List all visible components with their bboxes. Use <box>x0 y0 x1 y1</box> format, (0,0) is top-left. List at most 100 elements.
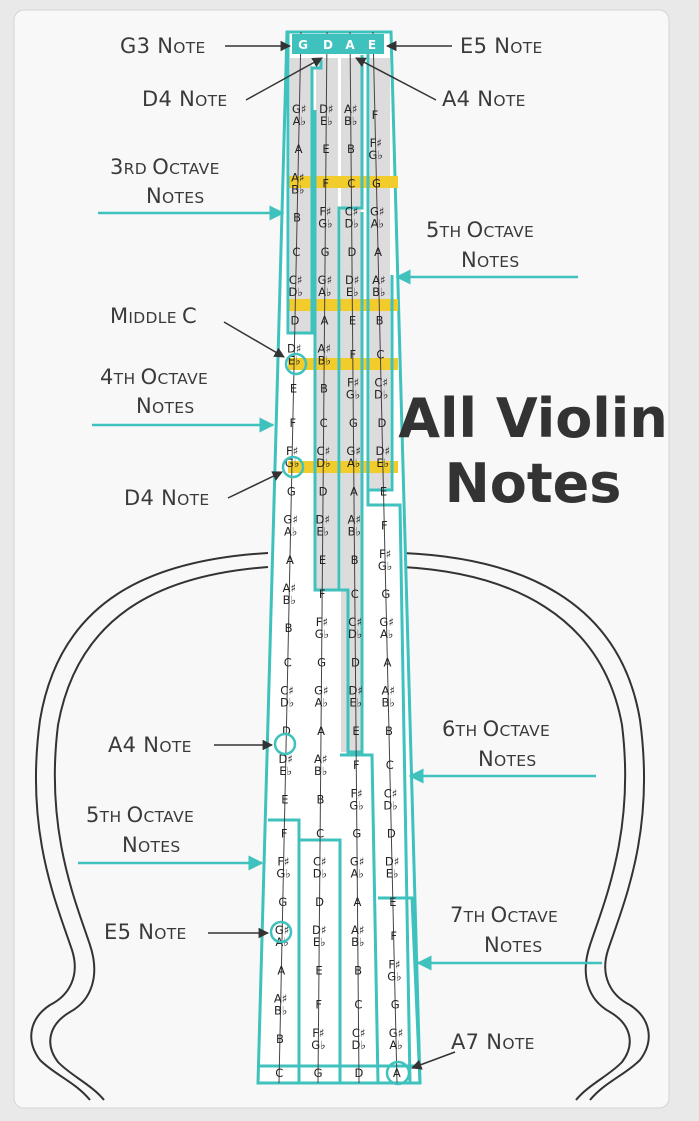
string-label-a: A <box>345 38 355 52</box>
note-label: G♯ <box>314 684 328 698</box>
note-label: F <box>381 519 388 533</box>
note-label: A♯ <box>372 273 385 287</box>
note-label: A♭ <box>351 867 364 881</box>
callout-7th-octave: 7TH OCTAVE <box>450 903 558 927</box>
note-label: C <box>320 416 328 430</box>
note-label: B <box>376 313 384 327</box>
note-label: G <box>317 655 326 669</box>
note-label: G♯ <box>350 855 364 869</box>
position-bands <box>290 58 390 752</box>
note-label: G♭ <box>387 969 401 983</box>
note-label: A♯ <box>344 102 357 116</box>
position-band <box>370 58 390 490</box>
note-label: A♯ <box>314 752 327 766</box>
callout-5th-octave-left-notes: NOTES <box>122 833 181 857</box>
note-label: B <box>320 382 328 396</box>
note-label: A♭ <box>315 696 328 710</box>
violin-strings <box>278 31 398 1084</box>
callout-e5-note-low: E5 NOTE <box>104 920 187 944</box>
note-label: G <box>349 416 358 430</box>
note-label: A♯ <box>291 170 304 184</box>
note-label: F <box>349 348 356 362</box>
note-label: D <box>282 724 291 738</box>
note-label: G♯ <box>292 102 306 116</box>
note-label: B <box>347 142 355 156</box>
note-label: A <box>374 245 382 259</box>
note-label: B♭ <box>274 1004 287 1018</box>
note-label: A <box>286 553 294 567</box>
note-label: D♯ <box>312 923 326 937</box>
note-label: A♯ <box>274 992 287 1006</box>
note-label: C <box>316 827 324 841</box>
callout-g3-note: G3 NOTE <box>120 34 206 58</box>
note-label: C <box>354 998 362 1012</box>
note-label: A♭ <box>371 217 384 231</box>
note-label: B <box>385 724 393 738</box>
e5-circle <box>269 920 293 944</box>
position-band <box>290 58 312 333</box>
note-label: E♭ <box>376 456 389 470</box>
string-name-header: G D A E <box>292 34 384 54</box>
note-label: G♭ <box>318 217 332 231</box>
note-label: D <box>347 245 356 259</box>
note-label: C♯ <box>317 444 331 458</box>
note-label: F <box>353 758 360 772</box>
note-label: E♭ <box>346 285 359 299</box>
note-label: C♯ <box>289 273 303 287</box>
d4-circle <box>281 455 305 479</box>
callout-3rd-octave-notes: NOTES <box>146 184 205 208</box>
note-label: D♯ <box>375 444 389 458</box>
note-label: C <box>351 587 359 601</box>
note-label: F♯ <box>277 855 289 869</box>
note-label: B <box>276 1032 284 1046</box>
callout-5th-octave-right: 5TH OCTAVE <box>426 218 534 242</box>
note-label: A♯ <box>283 581 296 595</box>
note-label: A♯ <box>318 342 331 356</box>
note-label: A♯ <box>351 923 364 937</box>
callouts: G3 NOTE E5 NOTE D4 NOTE A4 NOTE 3RD OCTA… <box>78 34 602 1070</box>
a4-circle <box>273 732 297 756</box>
note-label: F♯ <box>347 376 359 390</box>
note-label: F♯ <box>388 957 400 971</box>
note-label: D♭ <box>351 1038 365 1052</box>
note-label: G♭ <box>369 148 383 162</box>
note-label: D♯ <box>319 102 333 116</box>
note-label: E♭ <box>349 696 362 710</box>
note-label: E♭ <box>279 764 292 778</box>
callout-a4-note-top: A4 NOTE <box>442 87 526 111</box>
note-label: F♯ <box>316 615 328 629</box>
string-label-e: E <box>368 38 376 52</box>
note-label: B♭ <box>382 696 395 710</box>
note-label: G♯ <box>283 513 297 527</box>
note-label: A <box>317 724 325 738</box>
note-label: D <box>291 313 300 327</box>
title-line-2: Notes <box>445 452 622 515</box>
note-label: E <box>349 313 356 327</box>
note-label: D♭ <box>280 696 294 710</box>
callout-e5-note-top: E5 NOTE <box>460 34 543 58</box>
note-label: G♯ <box>275 923 289 937</box>
note-label: B♭ <box>344 114 357 128</box>
note-label: G♭ <box>349 798 363 812</box>
string-label-g: G <box>298 38 308 52</box>
note-label: D <box>387 827 396 841</box>
note-label: G♭ <box>276 867 290 881</box>
note-label: E <box>352 724 359 738</box>
note-labels: G♯A♭AA♯B♭BCC♯D♭DD♯E♭EFF♯G♭GG♯A♭AA♯B♭BCC♯… <box>274 102 403 1080</box>
note-label: E♭ <box>316 525 329 539</box>
note-label: B <box>316 792 324 806</box>
note-label: F <box>319 587 326 601</box>
note-label: C <box>275 1066 283 1080</box>
callout-7th-octave-notes: NOTES <box>484 933 543 957</box>
note-label: F <box>322 176 329 190</box>
note-label: D♯ <box>316 513 330 527</box>
position-band <box>341 58 361 752</box>
note-label: G <box>352 827 361 841</box>
callout-d4-note-mid: D4 NOTE <box>124 486 210 510</box>
note-label: C <box>284 655 292 669</box>
note-label: E <box>281 792 288 806</box>
note-label: B♭ <box>372 285 385 299</box>
note-label: F <box>281 827 288 841</box>
note-label: G♭ <box>315 627 329 641</box>
